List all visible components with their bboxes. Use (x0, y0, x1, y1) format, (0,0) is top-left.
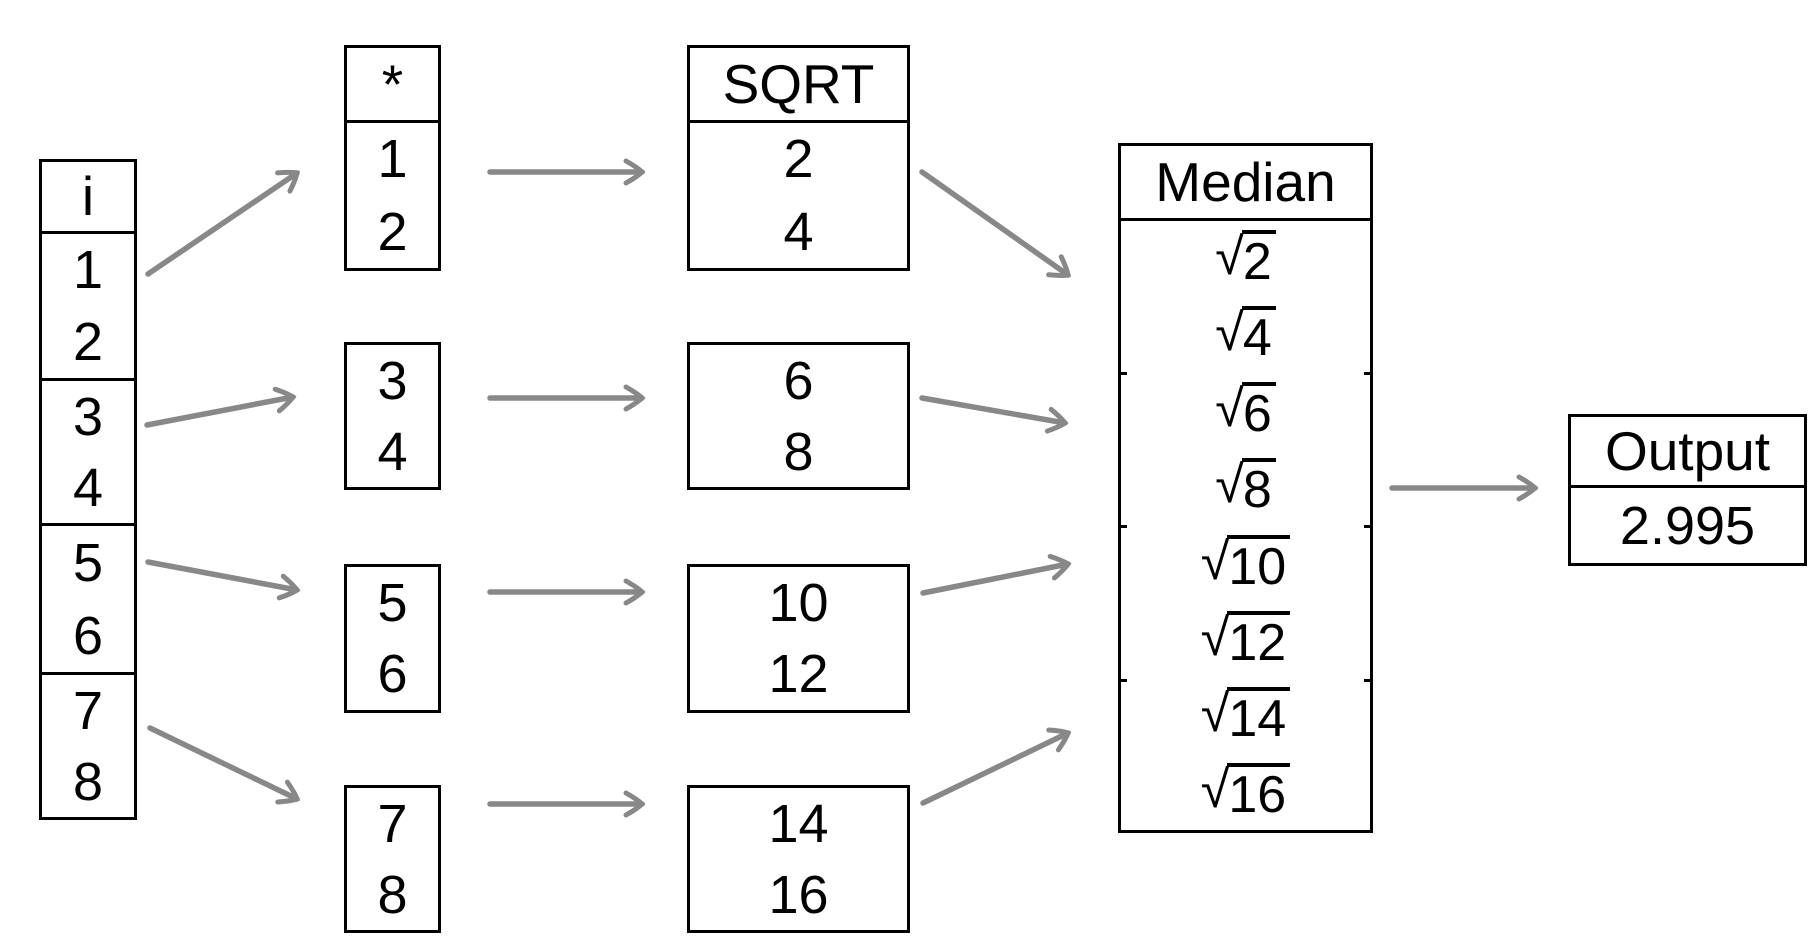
arrow-input3-to-mult3 (145, 559, 301, 601)
multiply-value: 5 (377, 572, 408, 633)
radical-icon: √ (1215, 456, 1244, 515)
arrow-sqrt1-to-median (919, 169, 1071, 278)
sqrt-value: 10 (768, 572, 829, 633)
divider-tick (1118, 525, 1127, 528)
multiply-box-1: 1 2 (344, 120, 441, 271)
sqrt-header: SQRT (687, 45, 910, 123)
multiply-value: 4 (377, 421, 408, 482)
input-group-1: 1 2 (39, 231, 137, 381)
arrow-sqrt3-to-median (920, 553, 1072, 596)
sqrt-value: 8 (783, 421, 814, 482)
sqrt-value: 2 (783, 129, 814, 190)
input-value: 5 (72, 532, 104, 593)
sqrt-box-2: 6 8 (687, 342, 910, 490)
divider-tick (1364, 525, 1373, 528)
multiply-header: * (344, 45, 441, 123)
multiply-value: 8 (377, 864, 408, 925)
median-item: √12 (1121, 602, 1370, 678)
median-item: √10 (1121, 526, 1370, 602)
divider-tick (1118, 679, 1127, 682)
multiply-box-4: 7 8 (344, 785, 441, 933)
output-header: Output (1568, 414, 1807, 488)
median-item: √4 (1121, 297, 1370, 373)
radicand: 2 (1241, 230, 1276, 288)
radicand: 4 (1241, 306, 1276, 364)
radical-icon: √ (1215, 304, 1244, 363)
input-value: 4 (72, 457, 104, 518)
multiply-value: 2 (377, 201, 408, 262)
input-group-3: 5 6 (39, 523, 137, 675)
input-group-4: 7 8 (39, 672, 137, 820)
input-table-header: i (39, 159, 137, 234)
radical-icon: √ (1215, 228, 1244, 287)
median-item: √2 (1121, 221, 1370, 297)
sqrt-value: 4 (783, 201, 814, 262)
sqrt-value: 16 (768, 864, 829, 925)
median-item: √16 (1121, 754, 1370, 830)
median-box: √2 √4 √6 √8 √10 √12 √14 √16 (1118, 218, 1373, 833)
median-header: Median (1118, 143, 1373, 221)
sqrt-box-4: 14 16 (687, 785, 910, 933)
radical-icon: √ (1200, 608, 1230, 667)
radicand: 12 (1227, 610, 1291, 669)
output-value: 2.995 (1568, 485, 1807, 566)
input-value: 3 (72, 386, 104, 447)
radical-icon: √ (1200, 532, 1230, 591)
multiply-box-3: 5 6 (344, 564, 441, 713)
arrow-sqrt2-to-median (919, 395, 1069, 434)
radical-icon: √ (1200, 684, 1230, 743)
radicand: 14 (1227, 686, 1291, 745)
divider-tick (1364, 372, 1373, 375)
input-value: 1 (72, 240, 104, 300)
input-value: 6 (72, 605, 104, 666)
median-item: √8 (1121, 449, 1370, 525)
input-value: 8 (72, 751, 104, 812)
radicand: 8 (1241, 458, 1276, 516)
arrow-sqrt4-to-median (920, 727, 1072, 806)
sqrt-value: 12 (768, 644, 829, 705)
input-value: 2 (72, 312, 104, 372)
radical-icon: √ (1200, 760, 1230, 819)
multiply-value: 1 (377, 129, 408, 190)
radicand: 16 (1227, 762, 1291, 821)
input-group-2: 3 4 (39, 378, 137, 526)
median-item: √6 (1121, 373, 1370, 449)
radicand: 10 (1227, 534, 1291, 593)
divider-tick (1364, 679, 1373, 682)
sqrt-box-1: 2 4 (687, 120, 910, 271)
arrow-input1-to-mult1 (145, 169, 300, 277)
median-item: √14 (1121, 678, 1370, 754)
multiply-value: 3 (377, 350, 408, 411)
radicand: 6 (1241, 382, 1276, 440)
sqrt-box-3: 10 12 (687, 564, 910, 713)
arrow-input2-to-mult2 (144, 386, 297, 428)
sqrt-value: 6 (783, 350, 814, 411)
divider-tick (1118, 372, 1127, 375)
multiply-value: 7 (377, 793, 408, 854)
radical-icon: √ (1215, 380, 1244, 439)
input-value: 7 (72, 680, 104, 741)
multiply-box-2: 3 4 (344, 342, 441, 490)
multiply-value: 6 (377, 644, 408, 705)
sqrt-value: 14 (768, 793, 829, 854)
arrow-input4-to-mult4 (147, 725, 301, 805)
